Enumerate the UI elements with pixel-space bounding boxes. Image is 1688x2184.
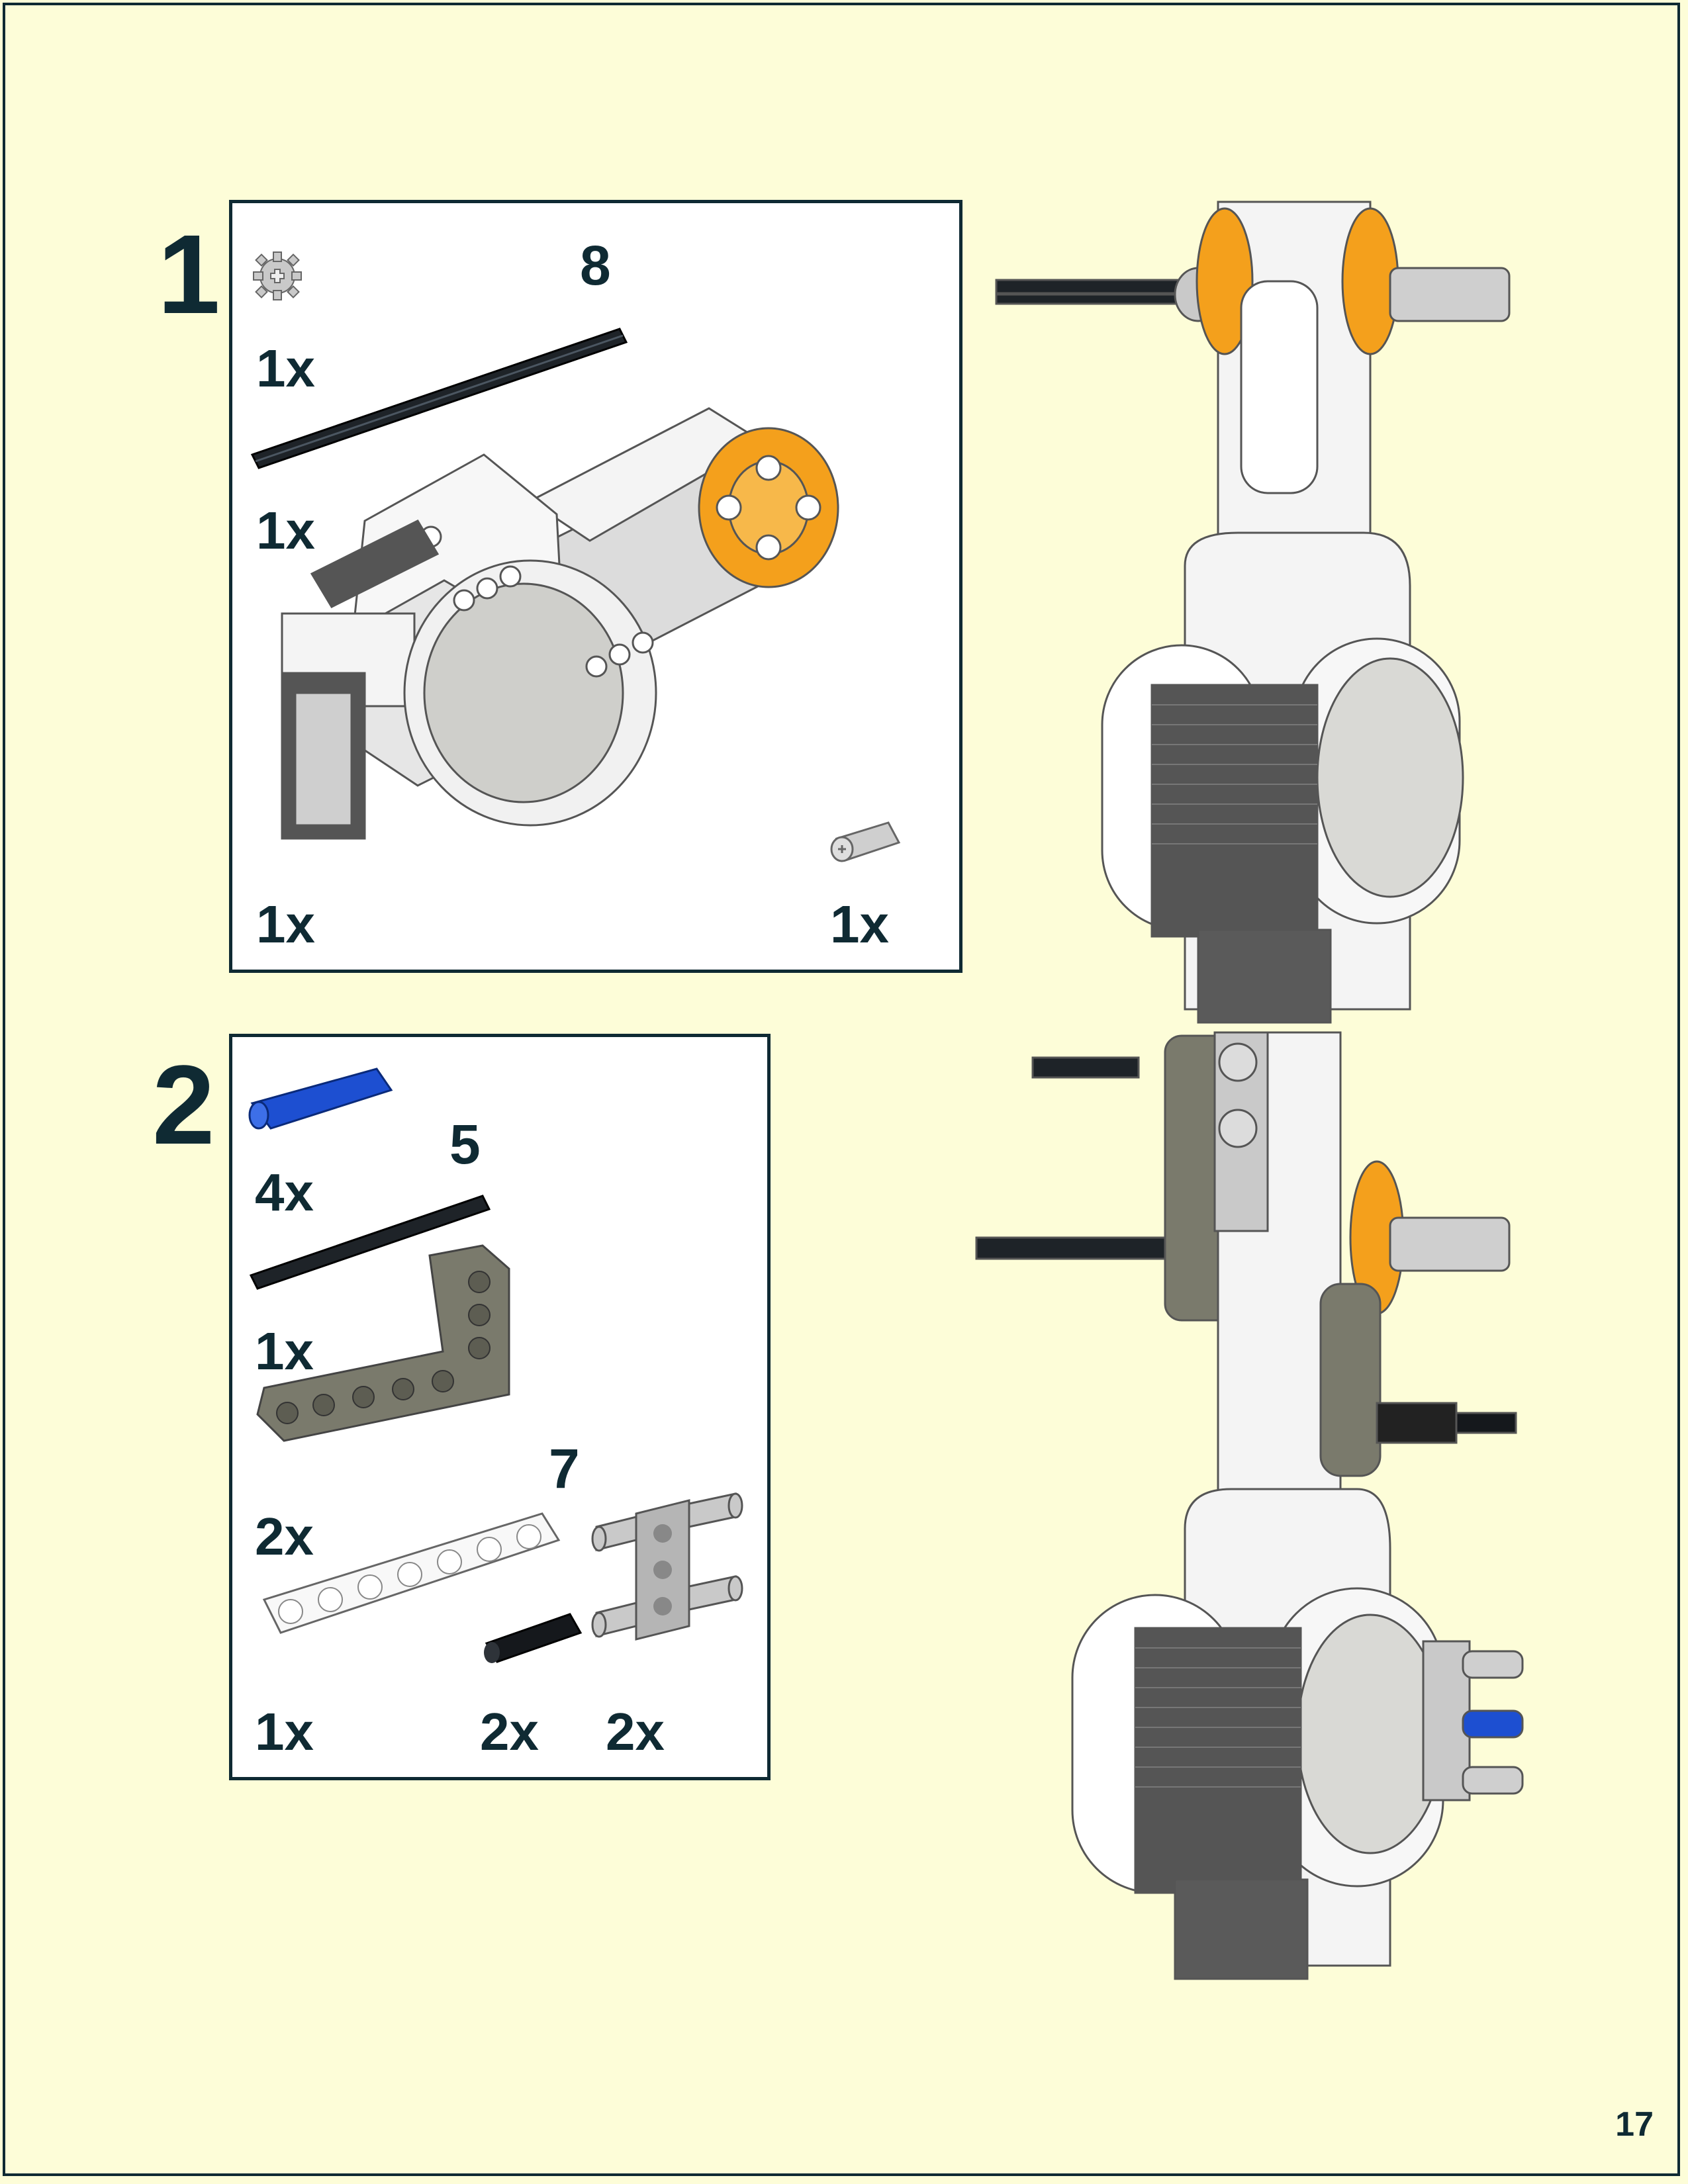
assembly-step-2-illustration xyxy=(975,1031,1524,1980)
page-border xyxy=(3,3,1680,2176)
page-number: 17 xyxy=(1615,2105,1654,2144)
part-quantity: 1x xyxy=(255,1322,314,1381)
parts-list-panel: 4x 5 1x 2x 7 1x 2x xyxy=(229,1034,771,1780)
black-pin-icon xyxy=(484,1613,583,1663)
step-number: 1 xyxy=(158,212,220,338)
parts-list-panel: 1x 8 1x 1x xyxy=(229,200,962,973)
gear-8-tooth-icon xyxy=(253,251,302,300)
l-beam-icon xyxy=(256,1244,510,1442)
beam-7-icon xyxy=(262,1512,561,1634)
nxt-motor-icon xyxy=(281,407,839,840)
part-length: 8 xyxy=(580,234,611,296)
part-quantity: 2x xyxy=(606,1702,665,1761)
blue-axle-pin-icon xyxy=(248,1068,393,1130)
part-quantity: 1x xyxy=(256,895,315,954)
part-quantity: 4x xyxy=(255,1163,314,1222)
axle-black-icon xyxy=(250,328,628,469)
part-quantity: 1x xyxy=(255,1702,314,1761)
pin-connector-icon xyxy=(591,1492,743,1641)
part-quantity: 2x xyxy=(480,1702,539,1761)
part-length: 5 xyxy=(449,1113,481,1175)
part-quantity: 1x xyxy=(256,339,315,398)
part-quantity: 1x xyxy=(830,895,889,954)
assembly-step-1-illustration xyxy=(995,201,1511,1024)
part-quantity: 1x xyxy=(256,501,315,560)
step-number: 2 xyxy=(152,1042,215,1168)
part-quantity: 2x xyxy=(255,1507,314,1566)
axle-black-icon xyxy=(249,1195,491,1290)
axle-connector-icon xyxy=(830,821,901,862)
part-length: 7 xyxy=(549,1437,580,1500)
